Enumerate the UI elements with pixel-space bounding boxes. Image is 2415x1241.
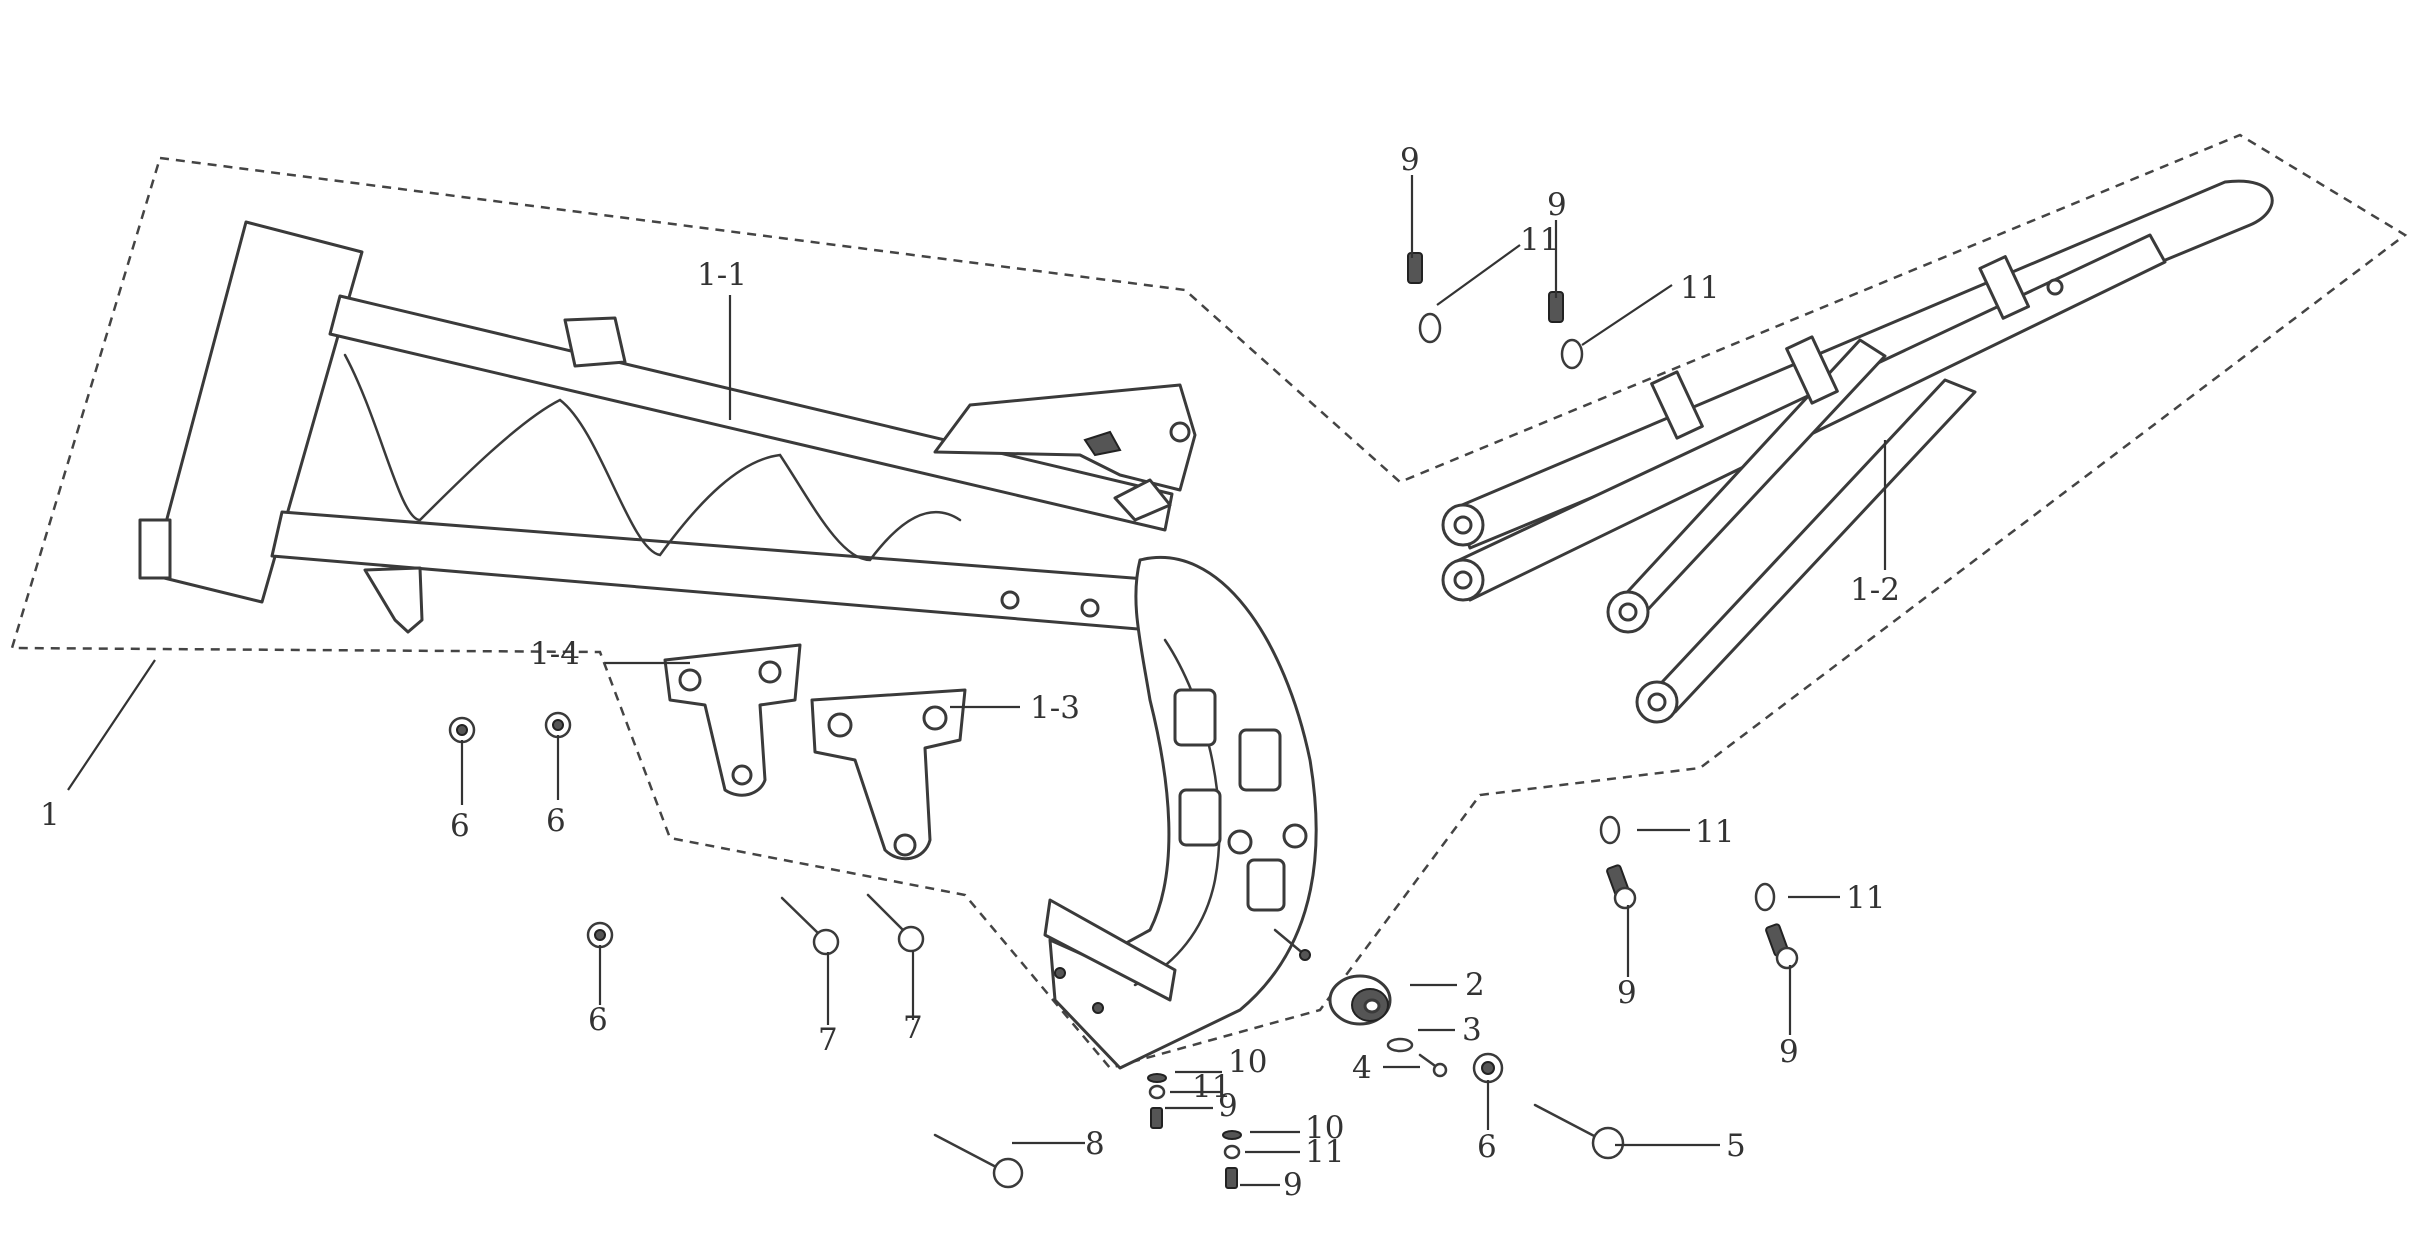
pivot-hole-1: [1227, 829, 1253, 855]
roller-bolt: [1418, 1053, 1448, 1078]
subframe-eye-3-hole: [1618, 602, 1638, 622]
subframe-crossbar-2: [1785, 335, 1839, 405]
subframe-eye-1-hole: [1453, 515, 1473, 535]
subframe-crossbar-1: [1650, 370, 1704, 440]
subframe-crossbar-3: [1978, 255, 2031, 320]
callout-7-a: 7: [818, 1022, 838, 1058]
callout-11-d: 11: [1846, 880, 1885, 916]
bracket-left: [663, 643, 802, 797]
callout-6-d: 6: [1477, 1129, 1497, 1165]
callout-9-a: 9: [1400, 142, 1420, 178]
callout-9-f: 9: [1283, 1167, 1303, 1203]
callout-9-b: 9: [1547, 187, 1567, 223]
small-bolt-right-2: [1765, 923, 1799, 970]
callout-10-a: 10: [1228, 1044, 1267, 1080]
rear-subframe: [1441, 179, 2274, 724]
subframe-eye-4-hole: [1647, 692, 1667, 712]
callout-7-b: 7: [903, 1010, 923, 1046]
top-gusset: [933, 383, 1197, 492]
head-bracket: [363, 566, 424, 634]
flat-washer-low-1: [1147, 1073, 1167, 1083]
steering-tab: [563, 316, 627, 368]
callout-9-d: 9: [1779, 1034, 1799, 1070]
bolt-medium-2: [866, 893, 925, 953]
spring-washer-top-2: [1560, 338, 1584, 370]
downtube-hole-2: [1080, 598, 1100, 618]
callout-11-e: 11: [1192, 1069, 1231, 1105]
subframe-eye-2-hole: [1453, 570, 1473, 590]
main-frame: [138, 220, 1318, 1070]
pivot-pin-end: [1299, 949, 1311, 961]
spring-washer-low-2: [1223, 1144, 1241, 1160]
callout-1-3: 1-3: [1030, 690, 1080, 726]
gusset-slot: [1083, 430, 1122, 457]
nut-3: [586, 921, 614, 949]
lower-cradle: [1043, 898, 1177, 1002]
head-tube: [150, 220, 364, 604]
callout-11-b: 11: [1680, 270, 1719, 306]
callout-2: 2: [1465, 967, 1485, 1003]
callout-6-b: 6: [546, 803, 566, 839]
callout-4: 4: [1352, 1050, 1372, 1086]
roller-washer: [1386, 1037, 1414, 1053]
pivot-hole-2: [1282, 823, 1308, 849]
callout-10-b: 10: [1305, 1110, 1344, 1146]
downtube-hole-1: [1000, 590, 1020, 610]
callout-8: 8: [1085, 1126, 1105, 1162]
pivot-pin: [1273, 928, 1307, 957]
callout-1-1: 1-1: [697, 257, 747, 293]
small-bolt-low-2: [1225, 1167, 1238, 1189]
plate-cutout-2: [1238, 728, 1282, 792]
subframe-mount-hole: [2046, 278, 2064, 296]
frame-bracing: [343, 353, 962, 562]
nut-1: [448, 716, 476, 744]
callout-1-4: 1-4: [530, 636, 580, 672]
callout-6-c: 6: [588, 1002, 608, 1038]
spring-washer-top-1: [1418, 312, 1442, 344]
callout-3: 3: [1462, 1012, 1482, 1048]
cradle-bolt-1: [1054, 967, 1066, 979]
small-bolt-top-1: [1407, 252, 1423, 284]
callout-11-c: 11: [1695, 814, 1734, 850]
small-bolt-low-1: [1150, 1107, 1163, 1129]
spring-washer-low-1: [1148, 1084, 1166, 1100]
callout-9-e: 9: [1218, 1088, 1238, 1124]
callout-11-a: 11: [1520, 222, 1559, 258]
callout-1: 1: [40, 797, 60, 833]
head-tube-lower-stub: [138, 518, 172, 580]
frame-assembly-boundary: [10, 133, 2408, 1070]
callout-5: 5: [1726, 1128, 1746, 1164]
chain-roller: [1328, 974, 1392, 1026]
nut-4: [1472, 1052, 1504, 1084]
bolt-medium-1: [780, 896, 840, 956]
callout-11-f: 11: [1305, 1134, 1344, 1170]
bolt-long-5: [1533, 1103, 1625, 1160]
cradle-bolt-2: [1092, 1002, 1104, 1014]
top-tube: [328, 294, 1174, 532]
callout-9-c: 9: [1617, 975, 1637, 1011]
spring-washer-right-2: [1754, 882, 1776, 912]
callout-labels: 1 1-1 1-2 1-4 1-3 2 3 4 5 6 6 6 6 7 7 8 …: [40, 142, 1900, 1203]
plate-cutout-4: [1246, 858, 1286, 912]
gusset-hole: [1169, 421, 1191, 443]
leader-lines: [67, 175, 1887, 1187]
plate-cutout-3: [1178, 788, 1222, 847]
flat-washer-low-2: [1222, 1130, 1242, 1140]
callout-6-a: 6: [450, 808, 470, 844]
callout-1-2: 1-2: [1850, 572, 1900, 608]
plate-cutout-1: [1173, 688, 1217, 747]
bracket-right: [810, 688, 967, 861]
spring-washer-right-1: [1599, 815, 1621, 845]
rear-tab: [1113, 478, 1172, 522]
bolt-long: [933, 1133, 1024, 1189]
small-bolt-right-1: [1606, 864, 1637, 910]
nut-2: [544, 711, 572, 739]
